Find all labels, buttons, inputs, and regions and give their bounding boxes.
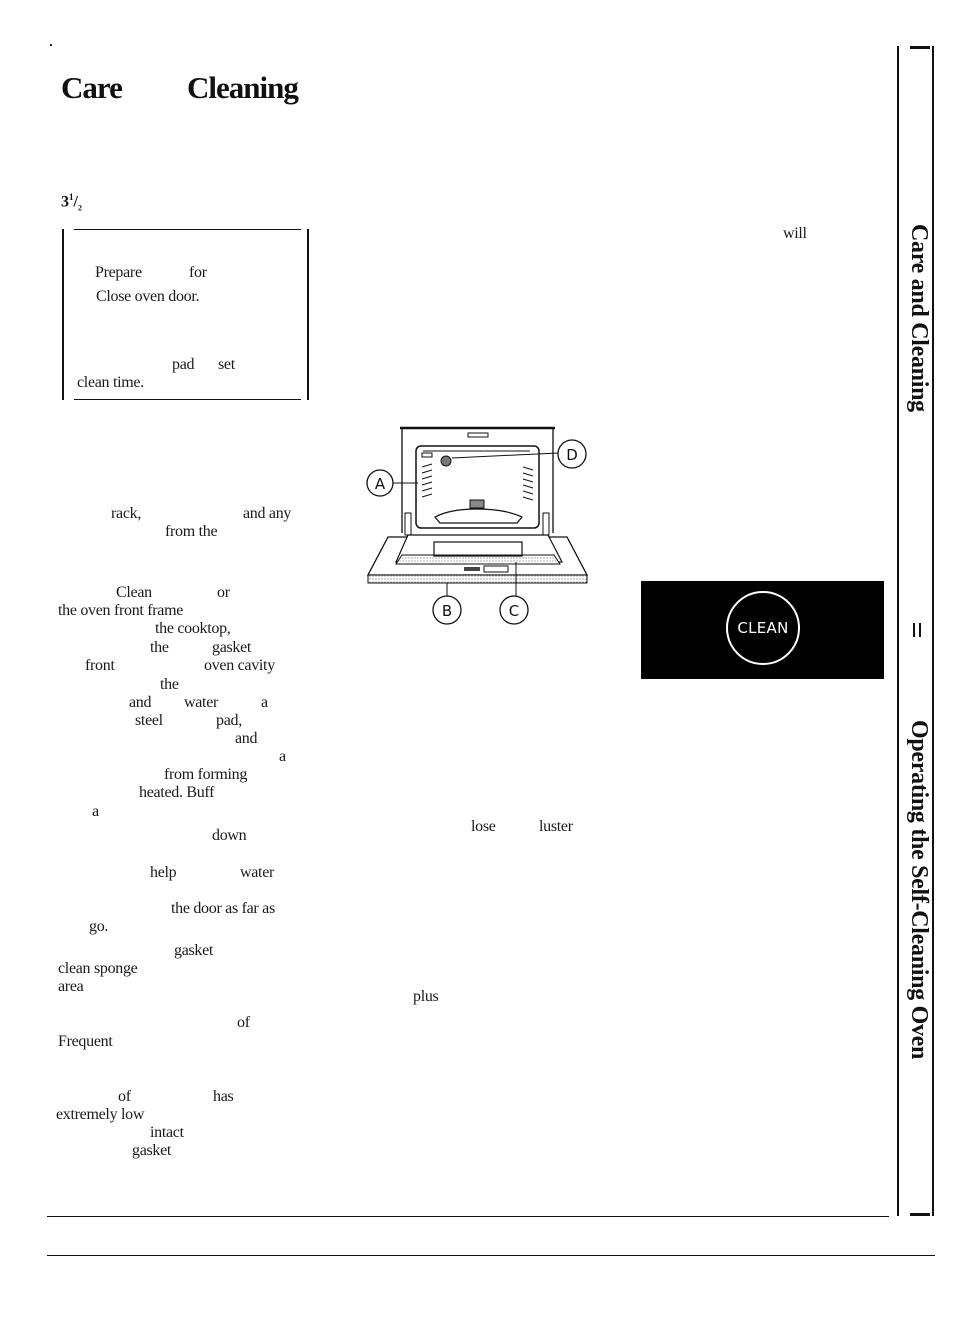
oven-illustration: A B C D bbox=[360, 425, 595, 630]
text-fragment: Clean bbox=[116, 584, 152, 601]
text-fragment: from forming bbox=[164, 766, 248, 783]
text-fragment: clean sponge bbox=[58, 960, 138, 977]
text-fragment: a bbox=[92, 803, 99, 820]
box-text: clean time. bbox=[77, 374, 144, 391]
clean-pad-panel: CLEAN bbox=[641, 581, 884, 679]
text-fragment: and bbox=[129, 694, 152, 711]
box-text: set bbox=[218, 356, 235, 373]
text-fragment: go. bbox=[89, 918, 109, 935]
text-fragment: gasket bbox=[174, 942, 214, 959]
text-fragment: area bbox=[58, 978, 84, 995]
text-fragment: rack, bbox=[111, 505, 142, 522]
text-fragment: gasket bbox=[212, 639, 252, 656]
text-fragment: the oven front frame bbox=[58, 602, 184, 619]
text-fragment: gasket bbox=[132, 1142, 172, 1159]
rack-supports-right bbox=[522, 466, 534, 501]
tab-marker-bottom bbox=[910, 1213, 930, 1216]
oven-light bbox=[440, 455, 452, 467]
side-tab-border-left bbox=[897, 46, 899, 1216]
box-text: Close oven door. bbox=[96, 288, 200, 305]
text-fragment: of bbox=[237, 1014, 250, 1031]
steps-box bbox=[62, 229, 309, 400]
latch bbox=[469, 499, 485, 509]
text-fragment: the door as far as bbox=[171, 900, 275, 917]
subheading-denominator: 2 bbox=[77, 203, 82, 213]
text-fragment: plus bbox=[413, 988, 439, 1005]
text-fragment: from the bbox=[165, 523, 218, 540]
text-fragment: heated. Buff bbox=[139, 784, 215, 801]
callout-c bbox=[499, 595, 529, 625]
callout-d bbox=[557, 439, 587, 469]
text-fragment: and bbox=[235, 730, 258, 747]
text-fragment: luster bbox=[539, 818, 573, 835]
text-fragment: intact bbox=[150, 1124, 184, 1141]
door-window bbox=[433, 541, 523, 557]
subheading-numerator: 1 bbox=[69, 192, 74, 202]
callout-label-c: C bbox=[509, 602, 519, 620]
text-fragment: oven cavity bbox=[204, 657, 275, 674]
door-front-edge bbox=[367, 574, 588, 584]
rack-supports-left bbox=[421, 452, 433, 498]
text-fragment: water bbox=[184, 694, 219, 711]
text-fragment: water bbox=[240, 864, 275, 881]
text-fragment: will bbox=[783, 225, 807, 242]
speck bbox=[50, 44, 52, 46]
text-fragment: the cooktop, bbox=[155, 620, 231, 637]
text-fragment: the bbox=[150, 639, 169, 656]
callout-label-a: A bbox=[375, 475, 386, 493]
text-fragment: and any bbox=[243, 505, 292, 522]
box-text: for bbox=[189, 264, 207, 281]
subheading-whole: 3 bbox=[61, 193, 69, 211]
page-title-word-care: Care bbox=[61, 70, 123, 105]
tab-marker-top bbox=[910, 46, 930, 49]
text-fragment: down bbox=[212, 827, 247, 844]
callout-label-d: D bbox=[566, 446, 578, 464]
callout-b bbox=[432, 595, 462, 625]
text-fragment: or bbox=[217, 584, 230, 601]
text-fragment: the bbox=[160, 676, 179, 693]
text-fragment: front bbox=[85, 657, 115, 674]
page-title-word-cleaning: Cleaning bbox=[187, 70, 299, 105]
box-text: Prepare bbox=[95, 264, 142, 281]
text-fragment: help bbox=[150, 864, 177, 881]
callout-a bbox=[366, 469, 394, 497]
text-fragment: pad, bbox=[216, 712, 242, 729]
text-fragment: a bbox=[279, 748, 286, 765]
tab-separator bbox=[913, 623, 915, 637]
text-fragment: extremely low bbox=[56, 1106, 145, 1123]
clean-pad-label: CLEAN bbox=[737, 619, 789, 637]
clean-pad-button[interactable]: CLEAN bbox=[726, 591, 800, 665]
text-fragment: steel bbox=[135, 712, 163, 729]
text-fragment: lose bbox=[471, 818, 496, 835]
text-fragment: of bbox=[118, 1088, 131, 1105]
door-gasket bbox=[395, 554, 561, 565]
text-fragment: Frequent bbox=[58, 1033, 113, 1050]
box-text: pad bbox=[172, 356, 195, 373]
side-tab-border-right bbox=[932, 46, 934, 1216]
bottom-rule-1 bbox=[47, 1216, 889, 1217]
oven-illustration-svg: A B C D bbox=[366, 426, 589, 625]
side-tab-operating-self-cleaning-oven[interactable]: Operating the Self-Cleaning Oven bbox=[906, 720, 932, 1060]
tab-separator bbox=[919, 623, 921, 637]
side-tab-care-and-cleaning[interactable]: Care and Cleaning bbox=[906, 224, 932, 412]
oven-cavity bbox=[415, 445, 540, 529]
vent bbox=[467, 432, 489, 438]
callout-label-b: B bbox=[442, 602, 452, 620]
bottom-rule-2 bbox=[47, 1255, 935, 1256]
text-fragment: has bbox=[213, 1088, 234, 1105]
subheading-three-and-half: 31/2 bbox=[61, 192, 82, 213]
text-fragment: a bbox=[261, 694, 268, 711]
